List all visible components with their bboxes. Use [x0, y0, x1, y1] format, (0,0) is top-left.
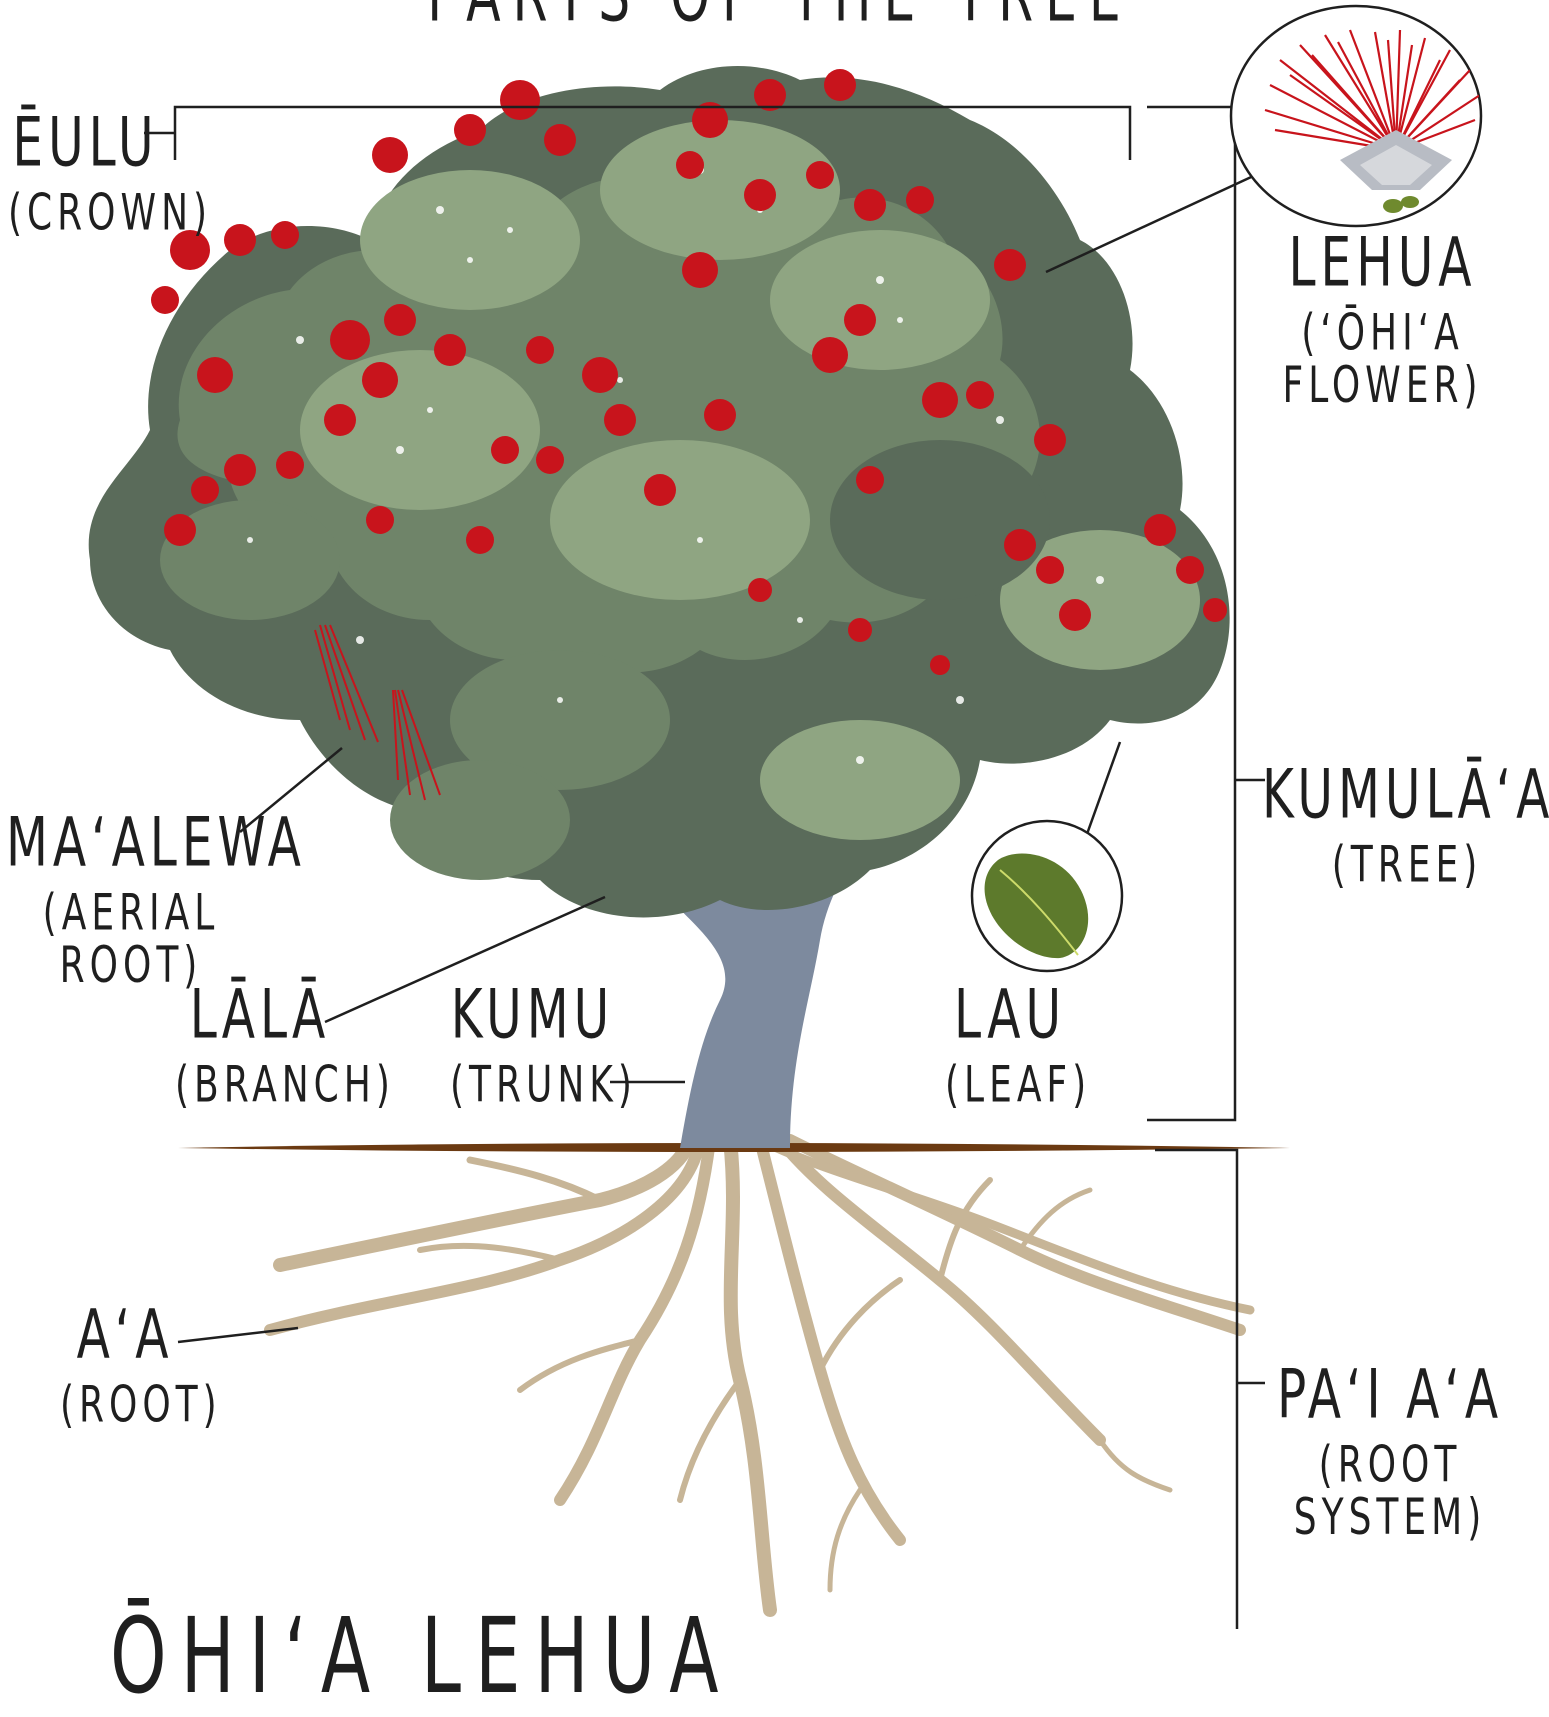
label-lau: LAU (LEAF) — [945, 980, 1075, 1101]
label-eulu: ĒULU (CROWN) — [8, 108, 163, 229]
root-bracket — [1155, 1150, 1237, 1629]
label-lehua-main: LEHUA — [1230, 228, 1535, 299]
label-maalewa: MA‘ALEWA (AERIAL ROOT) — [6, 808, 256, 971]
label-paiaa: PA‘I A‘A (ROOT SYSTEM) — [1255, 1360, 1525, 1523]
leaf-leader — [1087, 742, 1120, 834]
label-paiaa-sub: (ROOT SYSTEM) — [1255, 1439, 1525, 1544]
label-lala: LĀLĀ (BRANCH) — [175, 980, 345, 1101]
label-lala-sub: (BRANCH) — [175, 1059, 345, 1112]
label-aa-main: A‘A — [60, 1300, 190, 1371]
label-aa-sub: (ROOT) — [60, 1379, 190, 1432]
label-eulu-sub: (CROWN) — [8, 187, 163, 240]
label-kumu-sub: (TRUNK) — [450, 1059, 615, 1112]
label-kumulaau: KUMULĀ‘AU (TREE) — [1262, 760, 1549, 881]
root-system-illustration — [270, 1140, 1250, 1610]
label-eulu-main: ĒULU — [8, 108, 163, 179]
footer-title: ŌHI‘A LEHUA — [110, 1596, 733, 1717]
label-lau-main: LAU — [945, 980, 1075, 1051]
label-kumu: KUMU (TRUNK) — [450, 980, 615, 1101]
label-kumu-main: KUMU — [450, 980, 615, 1051]
label-lehua-sub: (‘ŌHI‘A FLOWER) — [1230, 307, 1535, 412]
label-paiaa-main: PA‘I A‘A — [1255, 1360, 1525, 1431]
lehua-flower-icon — [1231, 6, 1481, 226]
label-kumulaau-sub: (TREE) — [1262, 839, 1549, 892]
label-kumulaau-main: KUMULĀ‘AU — [1262, 760, 1549, 831]
label-maalewa-main: MA‘ALEWA — [6, 808, 256, 879]
label-lala-main: LĀLĀ — [175, 980, 345, 1051]
page-title: PARTS OF THE TREE — [300, 0, 1260, 39]
label-lehua: LEHUA (‘ŌHI‘A FLOWER) — [1230, 228, 1535, 391]
root-leader — [178, 1328, 298, 1342]
leaf-icon — [972, 821, 1122, 971]
label-lau-sub: (LEAF) — [945, 1059, 1075, 1112]
label-aa: A‘A (ROOT) — [60, 1300, 190, 1421]
